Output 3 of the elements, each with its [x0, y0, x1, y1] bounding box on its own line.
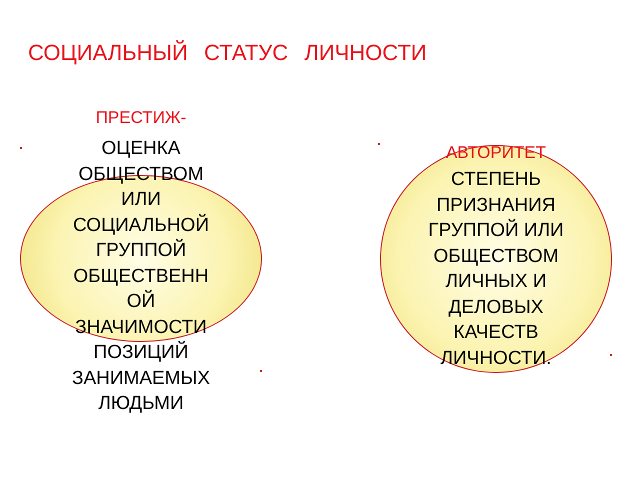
- heading-text: ПРЕСТИЖ-: [96, 107, 186, 129]
- title: СОЦИАЛЬНЫЙ СТАТУС ЛИЧНОСТИ: [28, 39, 427, 67]
- definition-text: СТЕПЕНЬ ПРИЗНАНИЯ ГРУППОЙ ИЛИ ОБЩЕСТВОМ ЛИЧНЫХ И ДЕЛОВЫХ КАЧЕСТВ ЛИЧНОСТИ.: [427, 168, 565, 370]
